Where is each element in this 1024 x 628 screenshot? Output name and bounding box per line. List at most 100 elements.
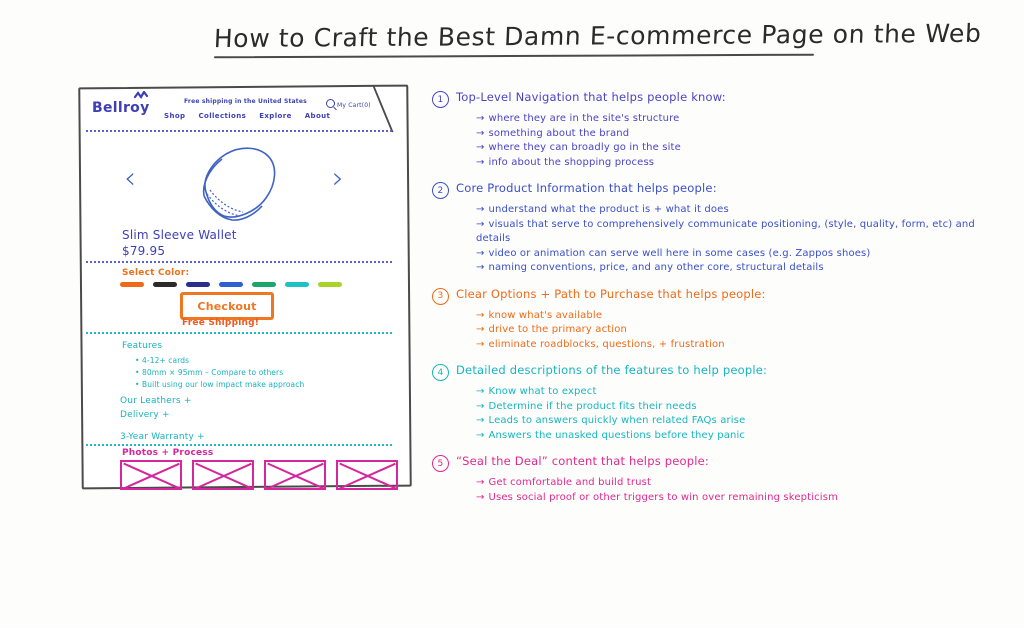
note-point-text: understand what the product is + what it… <box>488 204 729 215</box>
color-swatch[interactable] <box>219 282 243 287</box>
divider-header <box>86 130 392 132</box>
note-point-text: naming conventions, price, and any other… <box>488 262 824 273</box>
note-heading-text: “Seal the Deal” content that helps peopl… <box>456 454 709 468</box>
divider-features <box>86 332 392 334</box>
nav-item-explore[interactable]: Explore <box>259 112 292 120</box>
note-point: →info about the shopping process <box>476 156 1012 171</box>
note-point-text: Leads to answers quickly when related FA… <box>488 415 746 426</box>
feature-bullet: • Built using our low impact make approa… <box>135 380 305 389</box>
note-points: →Know what to expect →Determine if the p… <box>476 385 1012 443</box>
note-points: →Get comfortable and build trust →Uses s… <box>476 476 1012 505</box>
note-point: →where they are in the site's structure <box>476 112 1012 127</box>
note-heading-text: Core Product Information that helps peop… <box>456 181 717 195</box>
photo-placeholder[interactable] <box>192 460 254 490</box>
arrow-icon: → <box>476 386 485 397</box>
arrow-icon: → <box>476 247 485 259</box>
brand-logo-text: Bellroy <box>92 100 150 116</box>
note-heading: 4 Detailed descriptions of the features … <box>432 363 1012 381</box>
product-price: $79.95 <box>122 244 166 258</box>
note-point: →Determine if the product fits their nee… <box>476 400 1012 415</box>
color-swatch[interactable] <box>153 282 177 287</box>
note-number: 3 <box>432 287 449 305</box>
arrow-icon: → <box>476 429 485 441</box>
arrow-icon: → <box>476 204 485 215</box>
note-item-2: 2 Core Product Information that helps pe… <box>432 181 1012 276</box>
nav-item-shop[interactable]: Shop <box>164 112 186 120</box>
photo-placeholder[interactable] <box>336 460 398 490</box>
accordion-delivery[interactable]: Delivery + <box>120 410 170 420</box>
nav-item-about[interactable]: About <box>304 112 331 120</box>
feature-bullet-text: Built using our low impact make approach <box>142 380 305 389</box>
cart-link[interactable]: My Cart(0) <box>326 98 371 109</box>
note-point-text: Determine if the product fits their need… <box>488 400 697 412</box>
photos-heading: Photos + Process <box>122 448 214 458</box>
features-heading: Features <box>122 341 163 351</box>
note-heading-text: Detailed descriptions of the features to… <box>456 363 768 377</box>
color-swatch[interactable] <box>186 282 210 287</box>
note-points: →know what's available →drive to the pri… <box>476 309 1012 353</box>
product-illustration <box>202 147 276 221</box>
search-icon[interactable] <box>326 99 335 108</box>
brand-logo[interactable]: Bellroy <box>92 91 150 116</box>
note-point-text: Get comfortable and build trust <box>488 477 652 488</box>
note-points: →where they are in the site's structure … <box>476 112 1012 170</box>
divider-photos <box>86 444 392 446</box>
note-point: →drive to the primary action <box>476 323 1012 338</box>
page-title-text: How to Craft the Best Damn E-commerce Pa… <box>213 18 983 54</box>
note-point: →video or animation can serve well here … <box>476 247 1012 262</box>
note-point-text: Uses social proof or other triggers to w… <box>488 491 838 503</box>
arrow-icon: → <box>476 156 485 168</box>
note-point: →visuals that serve to comprehensively c… <box>476 218 1012 247</box>
shipping-banner: Free shipping in the United States <box>184 98 307 105</box>
feature-bullet-text: 4-12+ cards <box>142 356 190 365</box>
note-heading: 2 Core Product Information that helps pe… <box>432 181 1012 199</box>
note-point: →Uses social proof or other triggers to … <box>476 491 1012 506</box>
note-heading: 1 Top-Level Navigation that helps people… <box>432 90 1012 108</box>
note-point-text: Answers the unasked questions before the… <box>488 429 746 441</box>
photo-placeholder[interactable] <box>120 460 182 490</box>
note-number: 4 <box>432 364 449 381</box>
note-point-text: info about the shopping process <box>488 156 655 168</box>
photo-placeholder[interactable] <box>264 460 326 490</box>
note-point: →naming conventions, price, and any othe… <box>476 261 1012 276</box>
cart-label: My Cart(0) <box>337 102 371 109</box>
notes-list: 1 Top-Level Navigation that helps people… <box>432 90 1012 516</box>
feature-bullet-text: 80mm × 95mm – Compare to others <box>142 368 284 377</box>
note-item-3: 3 Clear Options + Path to Purchase that … <box>432 287 1012 353</box>
color-swatch[interactable] <box>120 282 144 287</box>
note-heading: 5 “Seal the Deal” content that helps peo… <box>432 454 1012 472</box>
accordion-our-leathers[interactable]: Our Leathers + <box>120 396 192 406</box>
photo-placeholder-group <box>120 460 398 490</box>
carousel-prev-icon[interactable]: ‹ <box>124 161 136 196</box>
carousel-next-icon[interactable]: › <box>332 161 344 196</box>
note-point-text: something about the brand <box>488 127 630 139</box>
divider-options <box>86 261 392 263</box>
checkout-button[interactable]: Checkout <box>180 292 274 320</box>
arrow-icon: → <box>476 127 485 139</box>
note-point-text: visuals that serve to comprehensively co… <box>476 218 975 245</box>
color-swatch[interactable] <box>285 282 309 287</box>
note-number: 1 <box>432 91 449 108</box>
note-point-text: drive to the primary action <box>488 324 627 335</box>
note-heading-text: Top-Level Navigation that helps people k… <box>456 90 726 104</box>
arrow-icon: → <box>476 324 485 335</box>
note-point: →something about the brand <box>476 127 1012 142</box>
nav-item-collections[interactable]: Collections <box>198 112 247 120</box>
note-point-text: video or animation can serve well here i… <box>488 247 871 259</box>
accordion-warranty[interactable]: 3-Year Warranty + <box>120 432 205 442</box>
arrow-icon: → <box>476 113 485 124</box>
note-point-text: eliminate roadblocks, questions, + frust… <box>488 338 725 350</box>
color-swatch-group[interactable] <box>120 282 342 287</box>
arrow-icon: → <box>476 400 485 412</box>
note-point-text: where they are in the site's structure <box>488 113 680 124</box>
arrow-icon: → <box>476 477 485 488</box>
feature-bullet: • 4-12+ cards <box>135 356 190 365</box>
arrow-icon: → <box>476 415 485 426</box>
product-name: Slim Sleeve Wallet <box>122 228 237 242</box>
color-swatch[interactable] <box>252 282 276 287</box>
note-item-4: 4 Detailed descriptions of the features … <box>432 363 1012 443</box>
color-swatch[interactable] <box>318 282 342 287</box>
note-points: →understand what the product is + what i… <box>476 203 1012 276</box>
arrow-icon: → <box>476 491 485 503</box>
free-shipping-note: Free Shipping! <box>182 318 260 328</box>
